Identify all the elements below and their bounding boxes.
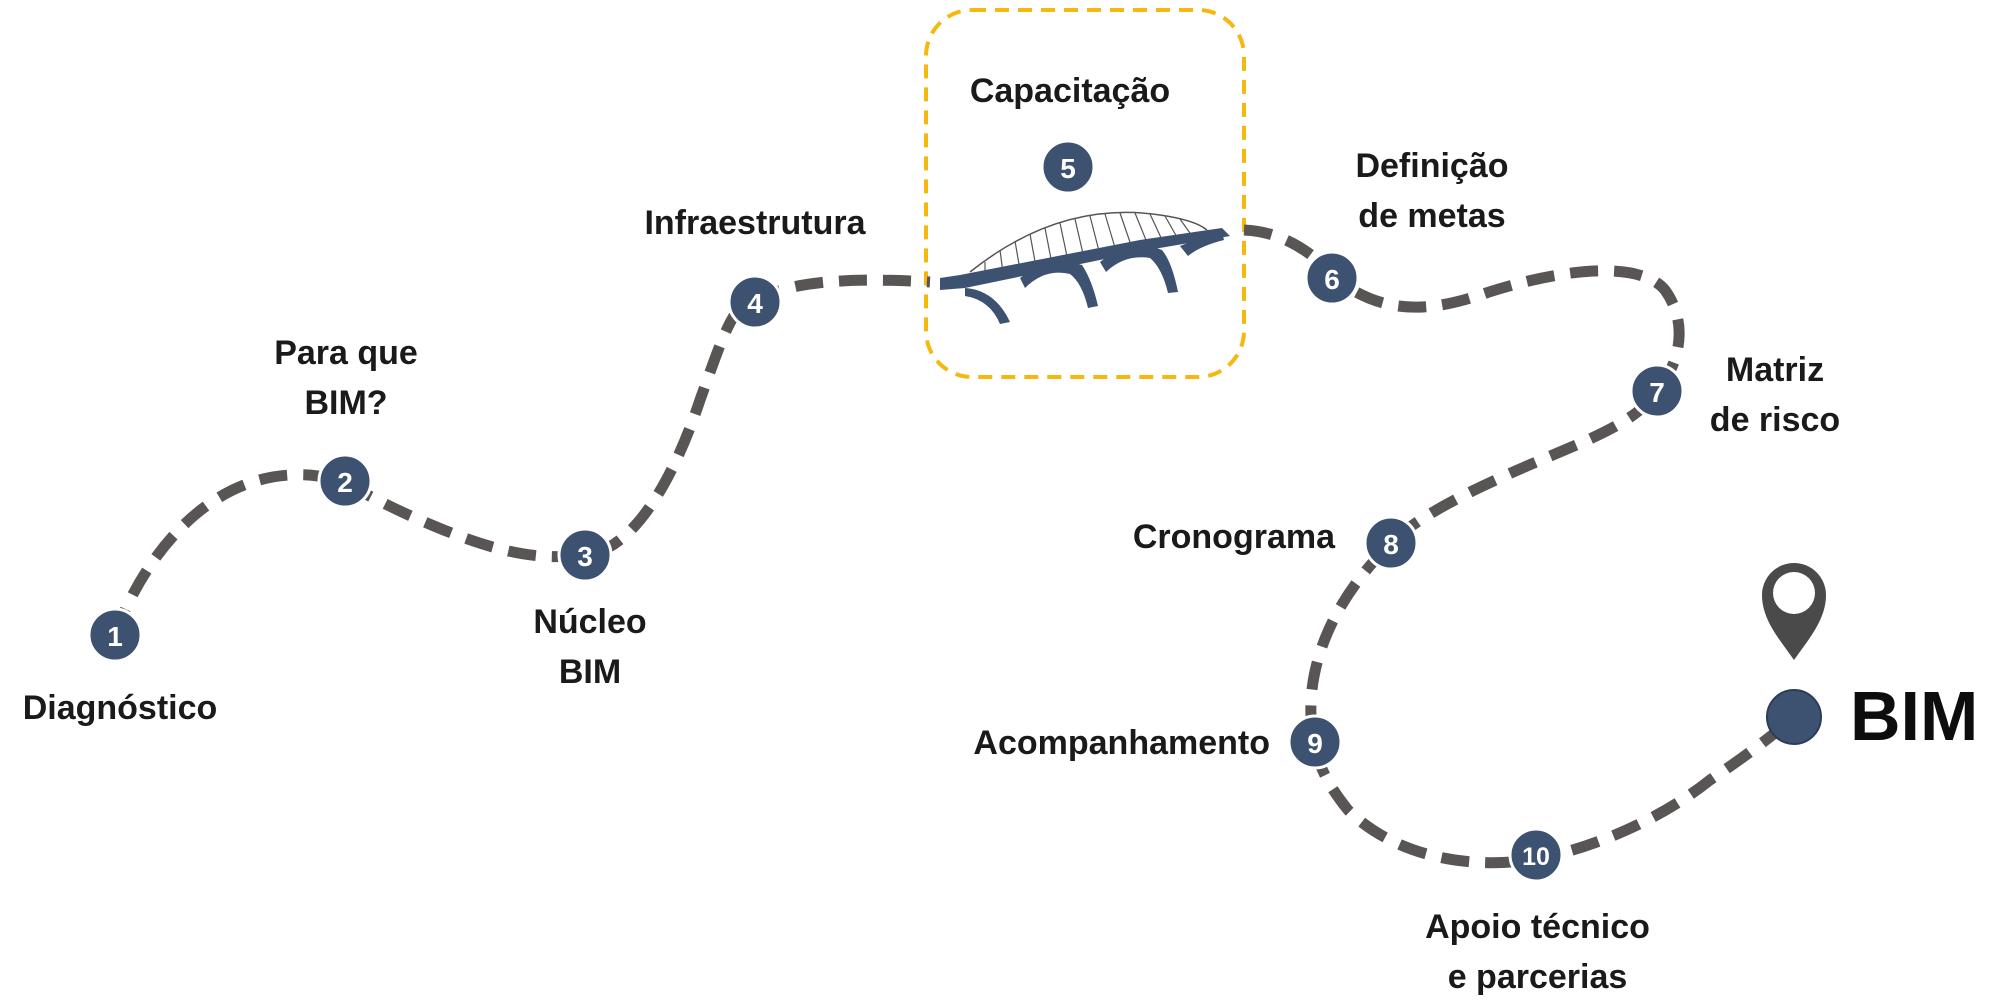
step-number: 10 — [1522, 843, 1550, 871]
step-label-1: Diagnóstico — [22, 689, 218, 727]
step-label-2: Para que BIM? — [274, 334, 418, 422]
step-node-3: 3 — [557, 527, 613, 583]
destination-label: BIM — [1850, 677, 1979, 755]
bridge-icon — [940, 211, 1230, 324]
step-node-4: 4 — [727, 274, 783, 330]
step-node-7: 7 — [1629, 363, 1685, 419]
step-number: 4 — [747, 288, 763, 319]
step-node-1: 1 — [87, 607, 143, 663]
step-label-5: Capacitação — [969, 72, 1171, 110]
step-node-10: 10 — [1508, 827, 1564, 883]
destination-node — [1766, 689, 1822, 745]
step-number: 7 — [1649, 377, 1665, 408]
step-number: 2 — [337, 467, 353, 498]
step-number: 6 — [1324, 264, 1340, 295]
step-label-4: Infraestrutura — [644, 204, 866, 242]
location-pin-icon — [1762, 563, 1826, 660]
step-label-10: Apoio técnico e parcerias — [1425, 908, 1650, 996]
step-label-7: Matriz de risco — [1709, 351, 1841, 439]
step-number: 3 — [577, 541, 593, 572]
step-node-5: 5 — [1040, 139, 1096, 195]
step-label-3: Núcleo BIM — [533, 603, 647, 691]
step-node-6: 6 — [1304, 250, 1360, 306]
step-node-8: 8 — [1363, 515, 1419, 571]
step-label-8: Cronograma — [1132, 518, 1335, 556]
step-number: 8 — [1383, 529, 1399, 560]
step-node-2: 2 — [317, 453, 373, 509]
step-number: 1 — [107, 621, 123, 652]
step-label-6: Definição de metas — [1355, 147, 1509, 235]
step-node-9: 9 — [1287, 714, 1343, 770]
step-number: 9 — [1307, 728, 1323, 759]
step-label-9: Acompanhamento — [973, 724, 1270, 762]
route-path-start — [109, 274, 931, 637]
step-number: 5 — [1060, 153, 1076, 184]
